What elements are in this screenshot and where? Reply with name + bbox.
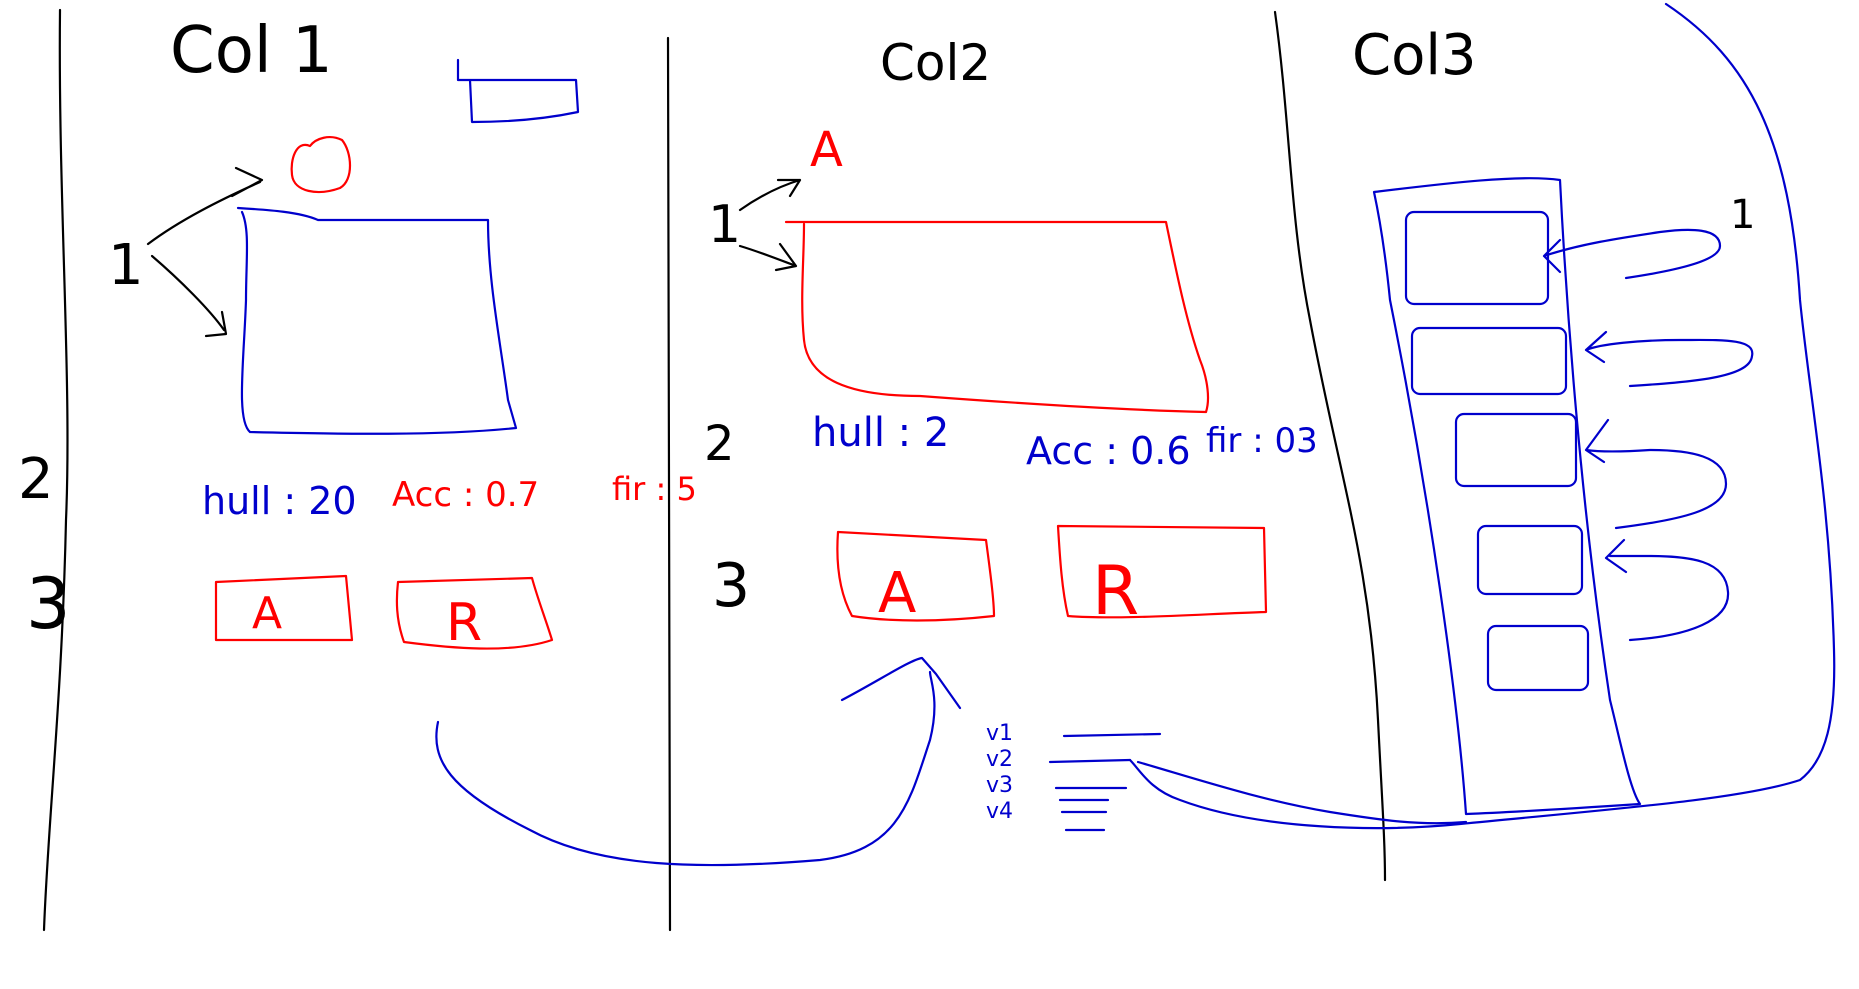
divider-left bbox=[42, 8, 69, 932]
col3-list-item-5 bbox=[1486, 624, 1590, 692]
col2-stat-acc: Acc : 0.6 bbox=[1026, 429, 1191, 473]
col2-list-line-4 bbox=[1060, 810, 1108, 832]
col2-arrow-down bbox=[738, 242, 798, 272]
col3-list-item-2 bbox=[1410, 326, 1568, 396]
col2-stat-fir: fir : 03 bbox=[1206, 421, 1318, 461]
col2-list-item-2: v2 bbox=[986, 747, 1013, 772]
col2-button-r: R bbox=[1056, 524, 1268, 631]
col1-arrow-down bbox=[150, 254, 228, 338]
col3-big-frame bbox=[1128, 2, 1836, 830]
col2-button-a: A bbox=[836, 530, 996, 626]
col2-list-item-3: v3 bbox=[986, 773, 1013, 798]
col1-button-r-frame bbox=[395, 576, 554, 650]
col2-button-r-label: R bbox=[1092, 552, 1139, 631]
col2-stat-hull: hull : 2 bbox=[812, 410, 949, 456]
col3-list-item-3 bbox=[1454, 412, 1578, 488]
col3-list-item-1 bbox=[1404, 210, 1550, 306]
col3-list-item-4 bbox=[1476, 524, 1584, 596]
col1-stat-acc: Acc : 0.7 bbox=[392, 475, 539, 515]
col1-title: Col 1 bbox=[170, 14, 333, 88]
col1-blue-box bbox=[236, 206, 518, 435]
col2-row1-label: 1 bbox=[708, 195, 741, 255]
col1-to-col2-arrow bbox=[435, 656, 962, 867]
col3-loop-arrow-2 bbox=[1584, 330, 1754, 388]
col2-button-r-frame bbox=[1056, 524, 1268, 619]
divider-col2-col3 bbox=[1273, 10, 1387, 882]
col1-row2-label: 2 bbox=[18, 447, 54, 512]
col2-to-col3-connector bbox=[1136, 760, 1468, 825]
col1-button-a: A bbox=[214, 574, 354, 642]
col2-list: v1 v2 v3 v4 bbox=[986, 721, 1162, 832]
col1-small-blue-rect bbox=[456, 58, 580, 124]
col1-button-r: R bbox=[395, 576, 554, 653]
col3-list-container bbox=[1372, 177, 1642, 816]
col1-button-a-label: A bbox=[252, 588, 282, 639]
col2-arrow-up bbox=[738, 178, 802, 212]
col3-loop-arrow-4 bbox=[1604, 538, 1730, 642]
col1-red-circle bbox=[290, 136, 352, 194]
col2-list-item-1: v1 bbox=[986, 721, 1013, 746]
col2-red-panel bbox=[784, 220, 1210, 414]
col3-loop-arrow-1 bbox=[1542, 228, 1722, 280]
col3-title: Col3 bbox=[1352, 23, 1477, 88]
col2-title: Col2 bbox=[880, 34, 991, 92]
col2-button-a-frame bbox=[836, 530, 996, 622]
col1-button-r-label: R bbox=[446, 593, 482, 653]
col2-row3-label: 3 bbox=[712, 551, 750, 621]
col1-stat-fir: fir : 5 bbox=[612, 470, 697, 508]
col3-loop-arrow-3 bbox=[1584, 418, 1728, 530]
divider-col1-col2 bbox=[666, 36, 672, 932]
col1-button-a-frame bbox=[214, 574, 354, 642]
col1-arrow-up bbox=[146, 166, 264, 246]
col2-button-a-label: A bbox=[878, 561, 916, 626]
col1-row1-label: 1 bbox=[108, 233, 144, 298]
col2-top-label: A bbox=[810, 122, 843, 178]
col2-list-line-1 bbox=[1062, 732, 1162, 738]
col3-row1-label: 1 bbox=[1730, 192, 1755, 238]
col2-list-line-3 bbox=[1054, 786, 1128, 802]
col2-list-line-2 bbox=[1048, 758, 1132, 764]
col2-list-item-4: v4 bbox=[986, 799, 1013, 824]
col2-row2-label: 2 bbox=[704, 416, 735, 472]
col1-row3-label: 3 bbox=[26, 563, 71, 645]
col1-stat-hull: hull : 20 bbox=[202, 479, 357, 523]
